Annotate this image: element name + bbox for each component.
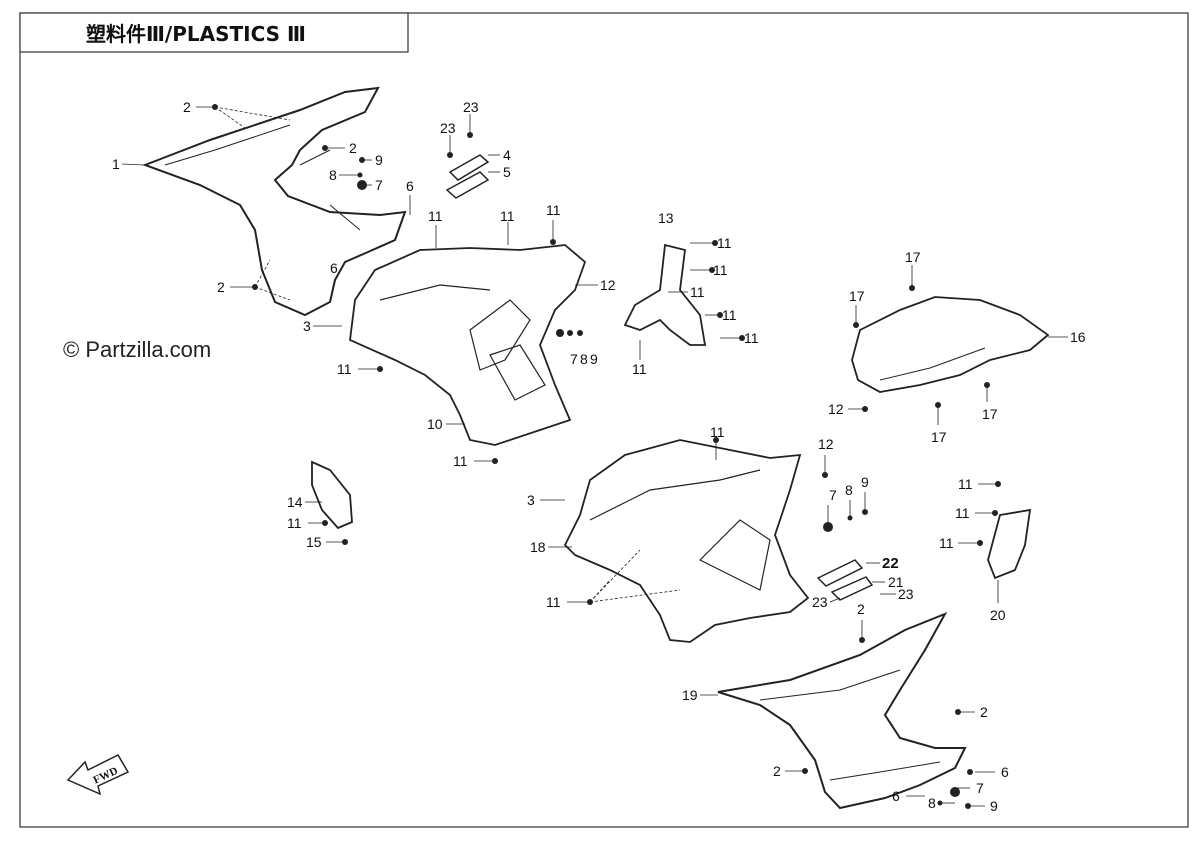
part-cover-20 [987,508,1032,580]
callout-9: 9 [375,152,383,168]
callout-22: 22 [882,555,899,572]
callout-8: 8 [845,482,853,498]
callout-7: 7 [976,780,984,796]
callout-4: 4 [503,147,511,163]
callout-5: 5 [503,164,511,180]
callout-11: 11 [955,505,970,521]
part-inner-panel-lower [563,439,810,643]
callout-11: 11 [744,330,759,346]
callout-17: 17 [931,429,947,445]
callout-23: 23 [463,99,479,115]
callout-12: 12 [600,277,616,293]
part-clip-21-22 [816,559,874,601]
callout-7: 7 [829,487,837,503]
fastener-dots [212,104,1001,809]
diagram-border [19,12,1189,828]
callout-6: 6 [892,788,900,804]
callout-11: 11 [337,361,352,377]
callout-19: 19 [682,687,698,703]
callout-14: 14 [287,494,303,510]
callout-18: 18 [530,539,546,555]
callout-11: 11 [713,262,728,278]
fwd-arrow: FWD [66,754,130,796]
part-clip-4-5 [445,154,490,199]
callout-17: 17 [982,406,998,422]
callout-7: 7 [375,177,383,193]
callout-11: 11 [939,535,954,551]
callout-12: 12 [818,436,834,452]
callout-2: 2 [857,601,865,617]
callout-labels: 1 2 2 2 2 2 2 3 3 4 5 6 6 6 6 7 7 7 7 8 … [112,99,1086,814]
callout-17: 17 [905,249,921,265]
part-upper-fairing [142,86,407,317]
watermark: © Partzilla.com [63,337,212,362]
callout-11: 11 [428,208,443,224]
callout-11: 11 [710,424,725,440]
callout-6: 6 [1001,764,1009,780]
callout-11: 11 [500,208,515,224]
callout-6: 6 [330,260,338,276]
callout-3: 3 [303,318,311,334]
callout-11: 11 [958,476,973,492]
callout-11: 11 [546,594,561,610]
callout-3: 3 [527,492,535,508]
part-side-panel-16 [851,296,1050,393]
callout-10: 10 [427,416,443,432]
callout-2: 2 [980,704,988,720]
callout-11: 11 [722,307,737,323]
callout-2: 2 [183,99,191,115]
callout-11: 11 [546,202,561,218]
callout-2: 2 [349,140,357,156]
callout-12: 12 [828,401,844,417]
callout-7: 7 [570,351,578,367]
callout-8: 8 [928,795,936,811]
callout-9: 9 [990,798,998,814]
part-lower-fairing [717,612,967,810]
callout-2: 2 [773,763,781,779]
callout-2: 2 [217,279,225,295]
callout-11: 11 [453,453,468,469]
callout-13: 13 [658,210,674,226]
callout-15: 15 [306,534,322,550]
callout-17: 17 [849,288,865,304]
callout-11: 11 [690,284,705,300]
callout-23: 23 [440,120,456,136]
callout-6: 6 [406,178,414,194]
callout-16: 16 [1070,329,1086,345]
callout-9: 9 [590,351,598,367]
part-bracket-13 [623,243,707,346]
callout-8: 8 [329,167,337,183]
callout-20: 20 [990,607,1006,623]
part-inner-panel-upper [349,244,587,446]
title-box [19,12,409,53]
part-bracket-14 [311,460,353,530]
callout-11: 11 [287,515,302,531]
callout-9: 9 [861,474,869,490]
callout-8: 8 [580,351,588,367]
diagram-title: 塑料件Ⅲ/PLASTICS Ⅲ [86,22,306,46]
callout-11: 11 [632,361,647,377]
callout-21: 21 [888,574,904,590]
callout-23: 23 [812,594,828,610]
callout-23: 23 [898,586,914,602]
callout-11: 11 [717,235,732,251]
fwd-arrow-shape [66,754,130,796]
callout-1: 1 [112,156,120,172]
